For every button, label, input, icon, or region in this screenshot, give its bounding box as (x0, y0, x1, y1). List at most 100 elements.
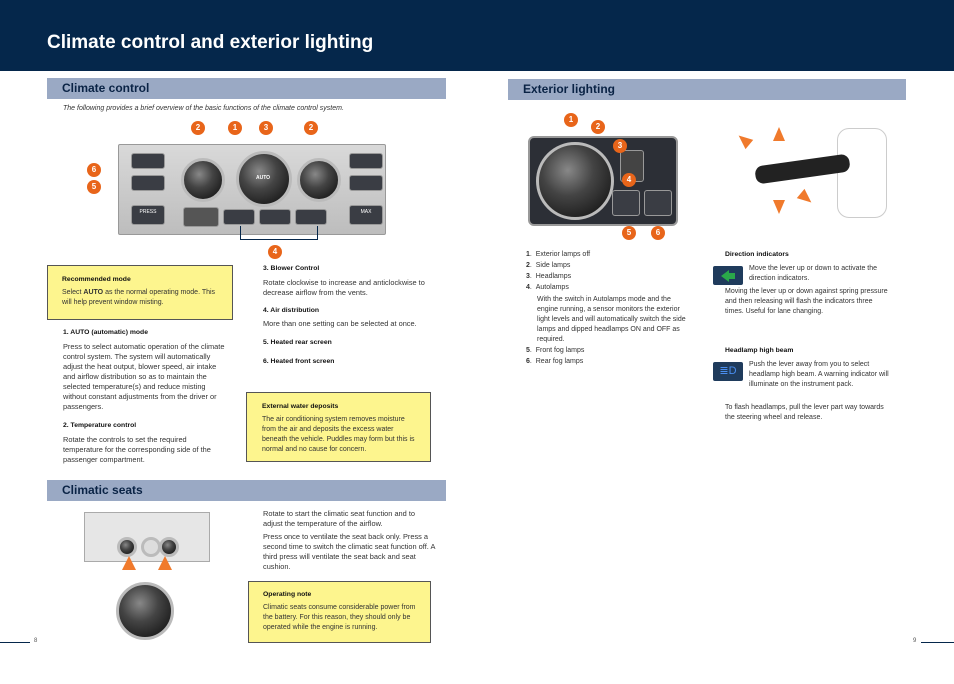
blower-text: Rotate clockwise to increase and anticlo… (263, 278, 425, 297)
recirc-button: PRESS (131, 205, 165, 225)
auto-label: AUTO (256, 175, 271, 181)
max-button: MAX (349, 205, 383, 225)
arrow-up-icon (122, 556, 136, 570)
front-fog-button (612, 190, 640, 216)
callout-number: 2 (591, 120, 605, 134)
air-distribution-text: More than one setting can be selected at… (263, 319, 417, 328)
arrow-up-icon (158, 556, 172, 570)
heated-rear-title: 5. Heated rear screen (263, 339, 332, 346)
fan-button (349, 153, 383, 169)
high-beam-icon: ≣D (713, 362, 743, 381)
highbeam-title: Headlamp high beam (725, 347, 794, 354)
rec-text-post: as the normal operating mode. This will … (62, 289, 216, 306)
list-item: 6. Rear fog lamps (526, 358, 584, 365)
external-water-note: External water deposits The air conditio… (246, 392, 431, 462)
callout-number: 1 (564, 113, 578, 127)
highbeam-t1: Push the lever away from you to select h… (749, 361, 889, 388)
air-distribution-section: 4. Air distribution More than one settin… (263, 307, 433, 329)
callout-number: 6 (87, 163, 101, 177)
arrow-up-icon (773, 127, 785, 141)
heated-rear-screen-button (131, 175, 165, 191)
callout-number: 2 (304, 121, 318, 135)
callout-number: 6 (651, 226, 665, 240)
direction-indicator-icon (713, 266, 743, 285)
seat-dial-left (117, 537, 137, 557)
auto-mode-section: 1. AUTO (automatic) mode Press to select… (63, 329, 226, 412)
list-item: 5. Front fog lamps (526, 347, 585, 354)
green-arrow-icon (721, 270, 729, 282)
air-distribution-button (259, 209, 291, 225)
exterior-lighting-bar: Exterior lighting (508, 79, 906, 100)
light-switch-panel-image (528, 136, 678, 226)
list-item: 4. Autolamps (526, 284, 569, 291)
air-distribution-title: 4. Air distribution (263, 307, 320, 314)
vent-grille (183, 207, 219, 227)
rec-text-bold: AUTO (83, 289, 104, 296)
recommended-mode-note: Recommended mode Select AUTO as the norm… (47, 265, 233, 320)
external-text: The air conditioning system removes mois… (262, 416, 415, 453)
list-item: 1. Exterior lamps off (526, 251, 591, 258)
climate-control-bar: Climate control (47, 78, 446, 99)
callout-number: 2 (191, 121, 205, 135)
page-title: Climate control and exterior lighting (47, 32, 374, 53)
seats-panel-image (84, 512, 210, 562)
climate-intro: The following provides a brief overview … (63, 105, 344, 112)
seats-p1: Rotate to start the climatic seat functi… (263, 509, 415, 528)
footer-rule-right (921, 642, 954, 643)
lighting-list: 1. Exterior lamps off 2. Side lamps 3. H… (526, 250, 691, 367)
climatic-seat-dial (116, 582, 174, 640)
callout-number: 4 (622, 173, 636, 187)
air-distribution-button (223, 209, 255, 225)
arrow-down-icon (773, 200, 785, 214)
page-number-left: 8 (34, 638, 38, 644)
temperature-text: Rotate the controls to set the required … (63, 435, 211, 464)
auto-mode-text: Press to select automatic operation of t… (63, 342, 225, 411)
heated-front-screen-button (131, 153, 165, 169)
direction-t1: Move the lever up or down to activate th… (749, 265, 878, 282)
temperature-title: 2. Temperature control (63, 422, 137, 429)
air-distribution-button (295, 209, 327, 225)
rear-fog-button (644, 190, 672, 216)
climate-panel-image: PRESS AUTO MAX (118, 144, 386, 235)
operating-note-text: Climatic seats consume considerable powe… (263, 604, 416, 631)
callout-number: 3 (613, 139, 627, 153)
blower-section: 3. Blower Control Rotate clockwise to in… (263, 265, 433, 298)
direction-t2: Moving the lever up or down against spri… (725, 288, 888, 315)
seat-dial-right (159, 537, 179, 557)
page-header (0, 0, 954, 71)
temperature-section: 2. Temperature control Rotate the contro… (63, 422, 226, 465)
external-title: External water deposits (262, 403, 339, 410)
climatic-seats-bar: Climatic seats (47, 480, 446, 501)
highbeam-t2: To flash headlamps, pull the lever part … (725, 404, 884, 421)
list-item: 2. Side lamps (526, 262, 571, 269)
autolamps-text: With the switch in Autolamps mode and th… (537, 296, 686, 343)
climatic-seats-heading: Climatic seats (62, 483, 143, 497)
rec-text-pre: Select (62, 289, 84, 296)
callout-bracket (240, 226, 318, 240)
callout-number: 5 (622, 226, 636, 240)
callout-number: 4 (268, 245, 282, 259)
climate-control-heading: Climate control (62, 81, 150, 95)
left-temperature-dial (181, 158, 225, 202)
right-temperature-dial (297, 158, 341, 202)
callout-number: 1 (228, 121, 242, 135)
steering-column-outline (837, 128, 887, 218)
callout-number: 5 (87, 180, 101, 194)
seats-p2: Press once to ventilate the seat back on… (263, 532, 435, 571)
heated-front-title: 6. Heated front screen (263, 358, 335, 365)
blower-title: 3. Blower Control (263, 265, 320, 272)
blower-dial: AUTO (236, 151, 292, 207)
arrow-toward-icon (796, 188, 816, 208)
footer-rule-left (0, 642, 30, 643)
operating-note: Operating note Climatic seats consume co… (248, 581, 431, 643)
clock-icon (141, 537, 161, 557)
light-switch-dial (536, 142, 614, 220)
direction-title: Direction indicators (725, 251, 789, 258)
arrow-away-icon (734, 130, 754, 150)
exterior-lighting-heading: Exterior lighting (523, 82, 616, 96)
callout-number: 3 (259, 121, 273, 135)
list-item: 3. Headlamps (526, 273, 572, 280)
air-recirc-button (349, 175, 383, 191)
page-number-right: 9 (913, 638, 917, 644)
indicator-lever-image (727, 122, 902, 222)
